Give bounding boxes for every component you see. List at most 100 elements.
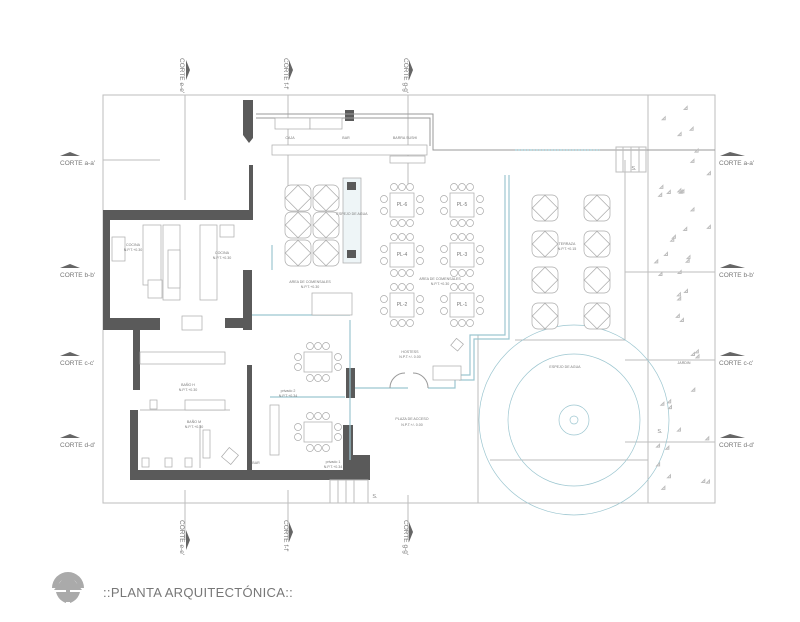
label-hostess: HOSTESS	[401, 350, 419, 354]
corte-right: CORTE c-c'	[719, 360, 753, 367]
corte-right: CORTE b-b'	[719, 272, 754, 279]
section-markers: CORTE e-e' CORTE f-f' CORTE g-g' CORTE e…	[60, 58, 754, 555]
label-caja: CAJA	[285, 136, 295, 140]
corte-top-e: CORTE e-e'	[178, 58, 185, 93]
table-4-seat	[284, 211, 312, 239]
stair-mark: S.	[372, 494, 378, 500]
table-group: PL-1	[440, 283, 484, 327]
table-label: PL-1	[457, 302, 468, 308]
garden-mark	[694, 348, 699, 354]
table-4-seat	[312, 211, 340, 239]
label-cocina-1: COCINA	[126, 243, 141, 247]
garden-mark	[706, 170, 711, 176]
tables: PL-6 PL-5PL-4 PL-3PL-2 PL-1	[284, 183, 611, 452]
label-privado-1-npt: N.P.T.+0.34	[324, 465, 342, 469]
garden-mark	[704, 435, 710, 441]
garden-mark	[682, 226, 688, 232]
garden-mark	[690, 351, 695, 357]
hostess-furniture	[389, 337, 464, 389]
north-arrow-icon	[52, 572, 84, 603]
glazing	[252, 149, 600, 460]
label-terraza-npt: N.P.T.+0.15	[558, 247, 576, 251]
label-plaza-npt: N.P.T.+/- 0.00	[401, 423, 423, 427]
label-cocina-2: COCINA	[215, 251, 230, 255]
table-private	[294, 412, 342, 452]
garden-mark	[705, 478, 710, 484]
table-label: PL-4	[397, 252, 408, 258]
corte-arrow	[720, 264, 745, 268]
garden-mark	[693, 147, 699, 153]
garden-mark	[690, 387, 696, 392]
corte-left: CORTE a-a'	[60, 160, 95, 167]
table-4-seat	[531, 266, 559, 294]
garden-mark	[663, 251, 668, 256]
water-mirror-pond	[478, 324, 670, 516]
table-label: PL-3	[457, 252, 468, 258]
garden-mark	[667, 404, 672, 410]
garden-mark	[655, 442, 661, 448]
table-4-seat	[583, 302, 611, 330]
garden-mark	[683, 288, 689, 293]
table-label: PL-6	[397, 202, 408, 208]
corte-bottom-g: CORTE g-g'	[402, 520, 409, 555]
garden-mark	[706, 224, 711, 229]
garden-mark	[689, 158, 695, 163]
corte-right: CORTE d-d'	[719, 442, 754, 449]
corte-arrow	[60, 434, 80, 438]
table-label: PL-2	[397, 302, 408, 308]
garden-mark	[658, 184, 664, 189]
table-group: PL-6	[380, 183, 424, 227]
garden-mark	[676, 291, 681, 297]
garden-mark	[682, 105, 688, 111]
garden-mark	[676, 269, 682, 275]
garden-mark	[666, 398, 672, 404]
table-4-seat	[531, 230, 559, 258]
corte-left: CORTE c-c'	[60, 360, 94, 367]
garden-mark	[678, 189, 683, 194]
label-jardin: JARDIN	[678, 361, 691, 365]
table-4-seat	[531, 302, 559, 330]
garden-mark	[661, 115, 666, 121]
drawing-title: ::PLANTA ARQUITECTÓNICA::	[103, 585, 293, 600]
label-cocina-2-npt: N.P.T.+0.30	[213, 256, 231, 260]
garden-mark	[679, 317, 684, 323]
garden-mark	[675, 313, 680, 318]
table-group: PL-5	[440, 183, 484, 227]
garden-hatch	[653, 105, 711, 490]
table-group: PL-2	[380, 283, 424, 327]
garden-mark	[694, 353, 700, 359]
corte-top-g: CORTE g-g'	[402, 58, 409, 93]
label-comensales-1: AREA DE COMENSALES	[289, 280, 331, 284]
garden-mark	[666, 189, 671, 194]
label-comensales-2: AREA DE COMENSALES	[419, 277, 461, 281]
garden-mark	[653, 258, 659, 264]
table-4-seat	[284, 239, 312, 267]
garden-mark	[700, 478, 706, 484]
label-hostess-npt: N.P.T.+/- 0.00	[399, 355, 421, 359]
corte-arrow	[720, 434, 745, 438]
bar-counters	[256, 113, 715, 264]
corte-bottom-e: CORTE e-e'	[178, 520, 185, 555]
garden-mark	[685, 254, 691, 260]
label-bano-h: BAÑO H	[181, 382, 195, 387]
label-bar: BAR	[342, 136, 350, 140]
table-4-seat	[312, 239, 340, 267]
corte-right: CORTE a-a'	[719, 160, 754, 167]
stair-mark: S.	[657, 429, 663, 435]
label-privado-2: privado 2	[281, 389, 296, 393]
room-labels: CAJA BAR BARRA SUSHI ESPEJO DE AGUA AREA…	[124, 136, 691, 500]
label-comensales-1-npt: N.P.T.+0.30	[301, 285, 319, 289]
corte-arrow	[720, 352, 745, 356]
bathroom-fixtures	[140, 399, 280, 468]
corte-arrow	[60, 352, 80, 356]
label-plaza: PLAZA DE ACCESO	[395, 417, 428, 421]
table-4-seat	[284, 184, 312, 212]
garden-mark	[655, 461, 661, 467]
label-privado-1: privado 1	[326, 460, 341, 464]
garden-mark	[664, 445, 670, 450]
garden-mark	[688, 126, 694, 131]
garden-mark	[676, 187, 682, 193]
table-private	[294, 342, 342, 382]
stairs	[311, 146, 647, 504]
